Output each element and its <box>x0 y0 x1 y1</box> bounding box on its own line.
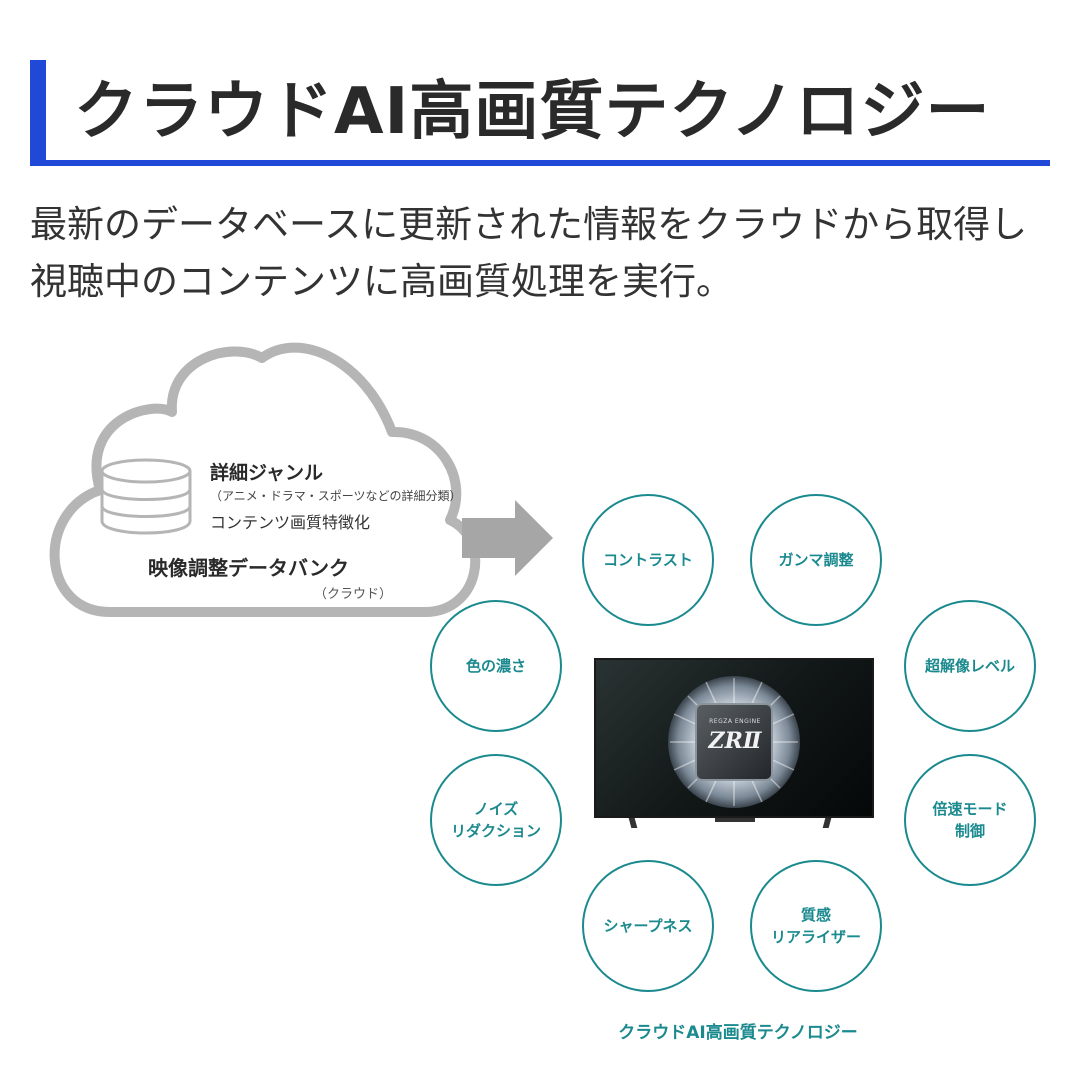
description-line-1: 最新のデータベースに更新された情報をクラウドから取得し <box>30 203 1028 246</box>
page-title: クラウドAI高画質テクノロジー <box>74 75 991 149</box>
feature-color-depth: 色の濃さ <box>430 600 562 732</box>
title-bar: クラウドAI高画質テクノロジー <box>30 60 1050 166</box>
engine-brand-text: REGZA ENGINE <box>709 718 761 725</box>
bank-note: （クラウド） <box>314 587 393 602</box>
engine-chip-icon <box>668 676 800 808</box>
description: 最新のデータベースに更新された情報をクラウドから取得し 視聴中のコンテンツに高画… <box>30 196 1060 310</box>
feature-noise-reduction: ノイズ リダクション <box>430 754 562 886</box>
database-icon <box>100 458 192 535</box>
feature-gamma: ガンマ調整 <box>750 494 882 626</box>
feature-speed-mode: 倍速モード 制御 <box>904 754 1036 886</box>
arrow-right-icon <box>462 500 553 576</box>
feature-contrast: コントラスト <box>582 494 714 626</box>
tv-stand <box>715 818 755 822</box>
feature-sharpness: シャープネス <box>582 860 714 992</box>
description-line-2: 視聴中のコンテンツに高画質処理を実行。 <box>30 260 733 303</box>
diagram-caption: クラウドAI高画質テクノロジー <box>618 1023 858 1043</box>
genre-examples: （アニメ・ドラマ・スポーツなどの詳細分類） <box>210 489 462 503</box>
feature-super-resolution: 超解像レベル <box>904 600 1036 732</box>
feature-texture-realizer: 質感 リアライザー <box>750 860 882 992</box>
content-feature: コンテンツ画質特徴化 <box>210 513 371 532</box>
bank-name: 映像調整データバンク <box>148 556 349 580</box>
genre-title: 詳細ジャンル <box>210 462 324 484</box>
engine-model-text: ZRⅡ <box>708 728 762 754</box>
